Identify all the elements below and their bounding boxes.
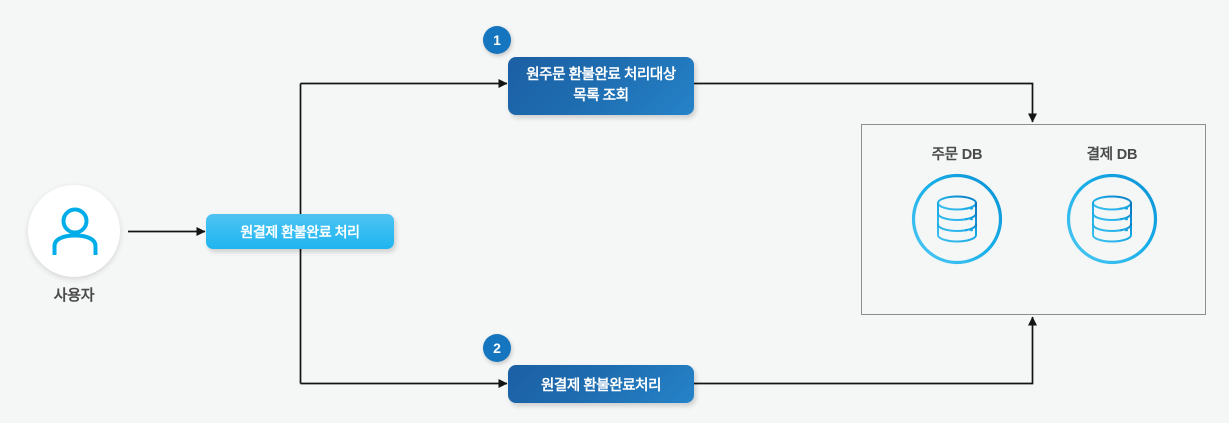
actor-user: 사용자 bbox=[28, 185, 120, 304]
node-step-1[interactable]: 원주문 환불완료 처리대상 목록 조회 bbox=[508, 57, 694, 115]
node-entry[interactable]: 원결제 환불완료 처리 bbox=[206, 214, 394, 249]
edge-step1-to-datastore bbox=[694, 82, 1037, 123]
datastore-order-label: 주문 DB bbox=[931, 147, 983, 163]
database-icon bbox=[1066, 173, 1158, 265]
edge-step2-to-datastore bbox=[694, 316, 1037, 385]
datastore-payment[interactable]: 결제 DB bbox=[1042, 143, 1182, 265]
datastore-order-ring bbox=[911, 173, 1003, 265]
avatar bbox=[28, 185, 120, 277]
user-icon bbox=[52, 207, 98, 255]
step-badge-1: 1 bbox=[483, 26, 511, 54]
datastore-payment-ring bbox=[1066, 173, 1158, 265]
datastore-payment-label: 결제 DB bbox=[1086, 147, 1138, 163]
datastore-group: 주문 DB bbox=[861, 124, 1206, 315]
node-step-2[interactable]: 원결제 환불완료처리 bbox=[508, 365, 694, 403]
step-badge-2: 2 bbox=[483, 334, 511, 362]
datastore-order[interactable]: 주문 DB bbox=[887, 143, 1027, 265]
actor-label: 사용자 bbox=[53, 287, 95, 304]
database-icon bbox=[911, 173, 1003, 265]
